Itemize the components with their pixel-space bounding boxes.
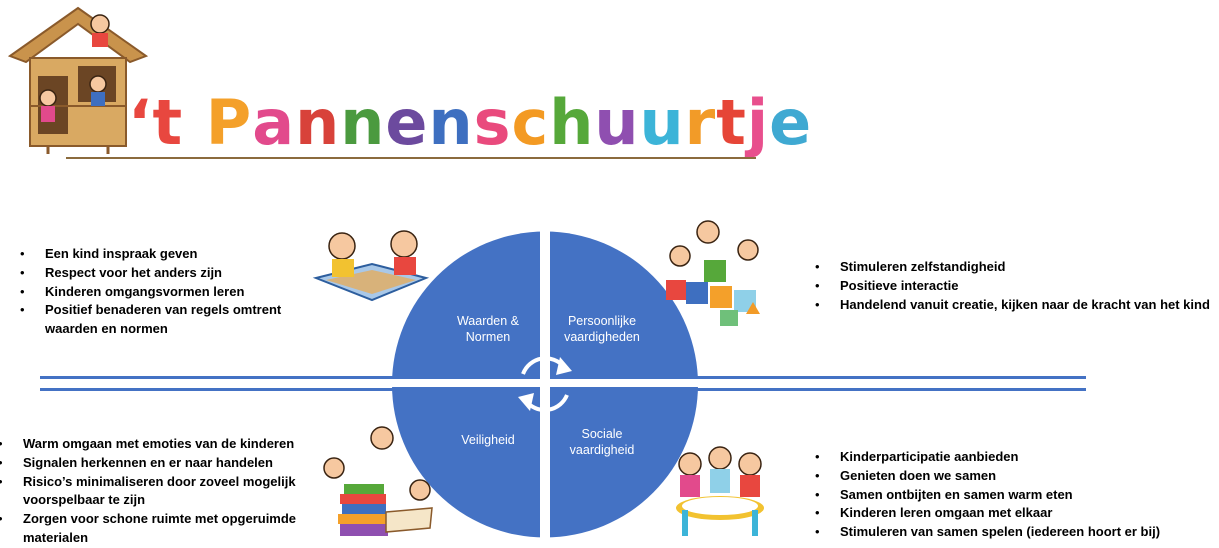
logo-letter: a bbox=[252, 86, 296, 159]
cycle-arrows-icon bbox=[518, 356, 572, 412]
list-item: Risico’s minimaliseren door zoveel mogel… bbox=[0, 473, 326, 511]
list-item: Handelend vanuit creatie, kijken naar de… bbox=[803, 296, 1213, 315]
list-item: Kinderen leren omgaan met elkaar bbox=[803, 504, 1219, 523]
list-item: Stimuleren zelfstandigheid bbox=[803, 258, 1213, 277]
logo-letter: e bbox=[385, 86, 429, 159]
quadrant-diagram bbox=[390, 229, 700, 540]
books-illustration bbox=[323, 426, 433, 536]
logo-letter: n bbox=[340, 86, 386, 159]
list-item: Signalen herkennen en er naar handelen bbox=[0, 454, 326, 473]
child-head bbox=[89, 75, 107, 93]
list-persoonlijke-vaardigheden: Stimuleren zelfstandigheidPositieve inte… bbox=[803, 258, 1213, 314]
list-item: Positieve interactie bbox=[803, 277, 1213, 296]
child-head bbox=[90, 14, 110, 34]
list-waarden-normen: Een kind inspraak gevenRespect voor het … bbox=[8, 245, 308, 339]
list-item: Warm omgaan met emoties van de kinderen bbox=[0, 435, 326, 454]
logo-title: ‘t Pannenschuurtje bbox=[128, 92, 812, 154]
quadrant-gap-horizontal bbox=[390, 379, 700, 387]
logo-letter: P bbox=[205, 86, 253, 159]
list-item: Stimuleren van samen spelen (iedereen ho… bbox=[803, 523, 1219, 542]
list-item: Zorgen voor schone ruimte met opgeruimde… bbox=[0, 510, 326, 548]
child-head bbox=[39, 89, 57, 107]
logo-underline bbox=[66, 157, 756, 159]
sandbox-illustration bbox=[312, 230, 430, 302]
list-item: Kinderen omgangsvormen leren bbox=[8, 283, 308, 302]
list-item: Kinderparticipatie aanbieden bbox=[803, 448, 1219, 467]
list-veiligheid: Warm omgaan met emoties van de kinderenS… bbox=[0, 435, 326, 548]
logo-letter: n bbox=[428, 86, 474, 159]
logo-letter: h bbox=[549, 86, 595, 159]
logo-letter: c bbox=[511, 86, 550, 159]
list-item: Samen ontbijten en samen warm eten bbox=[803, 486, 1219, 505]
logo-letter: n bbox=[295, 86, 341, 159]
treehouse-illustration bbox=[7, 6, 149, 154]
quadrant-label-text: Waarden &Normen bbox=[456, 314, 520, 344]
logo-letter: e bbox=[769, 86, 813, 159]
treehouse-roof bbox=[7, 6, 149, 64]
list-item: Genieten doen we samen bbox=[803, 467, 1219, 486]
list-item: Positief benaderen van regels omtrent wa… bbox=[8, 301, 308, 339]
quadrant-label-waarden: Waarden &Normen bbox=[428, 313, 548, 345]
logo-letter: r bbox=[684, 86, 717, 159]
logo-letter: u bbox=[639, 86, 685, 159]
blocks-illustration bbox=[666, 220, 760, 326]
list-sociale-vaardigheid: Kinderparticipatie aanbiedenGenieten doe… bbox=[803, 448, 1219, 542]
logo-letter: ‘t bbox=[128, 86, 184, 159]
list-item: Respect voor het anders zijn bbox=[8, 264, 308, 283]
logo-letter: s bbox=[473, 86, 512, 159]
logo-letter: j bbox=[746, 86, 770, 159]
table-illustration bbox=[676, 446, 764, 536]
logo-letter: t bbox=[716, 86, 747, 159]
logo-letter: u bbox=[594, 86, 640, 159]
list-item: Een kind inspraak geven bbox=[8, 245, 308, 264]
quadrant-label-veiligheid: Veiligheid bbox=[428, 432, 548, 448]
quadrant-label-text: Veiligheid bbox=[461, 433, 515, 447]
logo-letter bbox=[183, 92, 206, 154]
